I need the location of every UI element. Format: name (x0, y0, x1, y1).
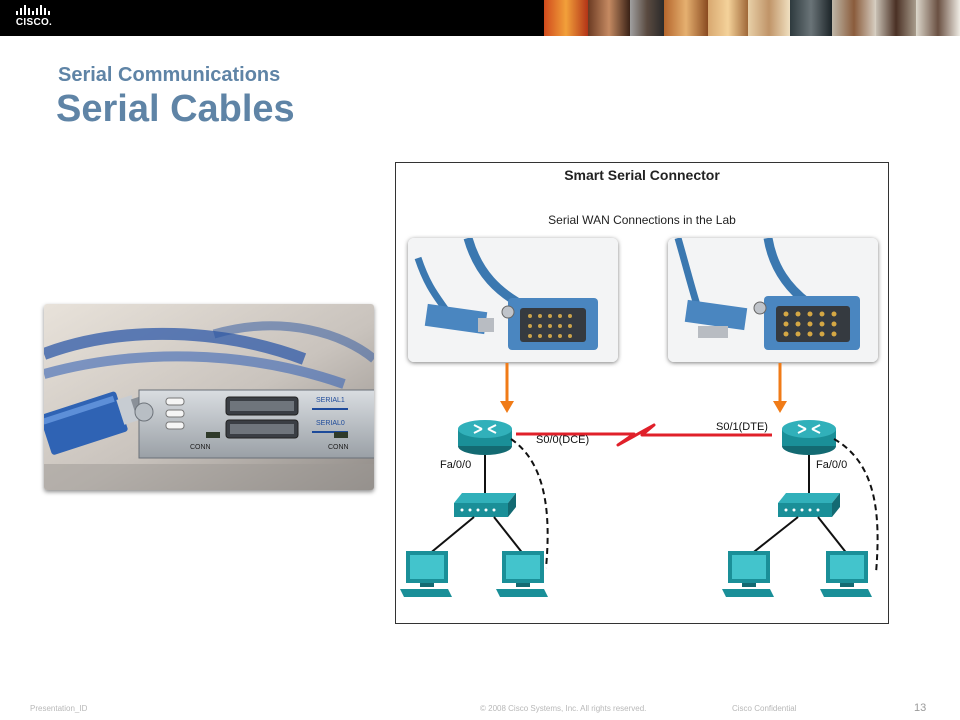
smart-serial-cable-photo-right (668, 238, 878, 362)
interface-label-dce: S0/0(DCE) (536, 434, 590, 446)
diagram-subtitle: Serial WAN Connections in the Lab (548, 213, 736, 227)
router-icon-right (782, 420, 836, 455)
conn-label-left: CONN (190, 444, 211, 451)
footer-confidential: Cisco Confidential (732, 704, 797, 713)
router-icon-left (458, 420, 512, 455)
footer-copyright: © 2008 Cisco Systems, Inc. All rights re… (480, 704, 647, 713)
port-label-serial0: SERIAL0 (316, 420, 345, 427)
banner-photo (544, 0, 588, 36)
logo-text: CISCO. (15, 17, 53, 28)
arrow-down-icon-left (500, 363, 514, 413)
switch-icon-left (454, 493, 516, 517)
arrow-down-icon-right (773, 363, 787, 413)
top-banner: CISCO. (0, 0, 960, 36)
banner-photo (832, 0, 876, 36)
conn-label-right: CONN (328, 444, 349, 451)
pc-icon (722, 551, 774, 597)
diagram-title: Smart Serial Connector (564, 167, 720, 183)
pc-icon (496, 551, 548, 597)
banner-photo (664, 0, 708, 36)
page-number: 13 (914, 702, 927, 714)
smart-serial-cable-photo-left (408, 238, 618, 362)
serial-port-photo: SERIAL1 SERIAL0 CONN CONN (44, 304, 374, 490)
pc-icon (820, 551, 872, 597)
banner-photo (630, 0, 664, 36)
banner-photo (790, 0, 832, 36)
interface-label-dte: S0/1(DTE) (716, 421, 768, 433)
console-cable-left (510, 438, 549, 569)
cisco-logo: CISCO. (12, 5, 56, 31)
banner-photo (748, 0, 790, 36)
port-label-serial1: SERIAL1 (316, 397, 345, 404)
footer-presentation-id: Presentation_ID (30, 704, 88, 713)
photo-strip (544, 0, 960, 36)
switch-icon-right (778, 493, 840, 517)
banner-photo (588, 0, 630, 36)
slide-subtitle: Serial Communications (58, 64, 281, 86)
banner-photo (876, 0, 916, 36)
banner-photo (916, 0, 960, 36)
interface-label-fa-left: Fa/0/0 (440, 459, 472, 471)
slide-title: Serial Cables (56, 88, 295, 130)
interface-label-fa-right: Fa/0/0 (816, 459, 848, 471)
pc-icon (400, 551, 452, 597)
serial-link-line (516, 423, 772, 447)
banner-photo (708, 0, 748, 36)
serial-connection-diagram: Smart Serial Connector Serial WAN Connec… (395, 162, 889, 624)
